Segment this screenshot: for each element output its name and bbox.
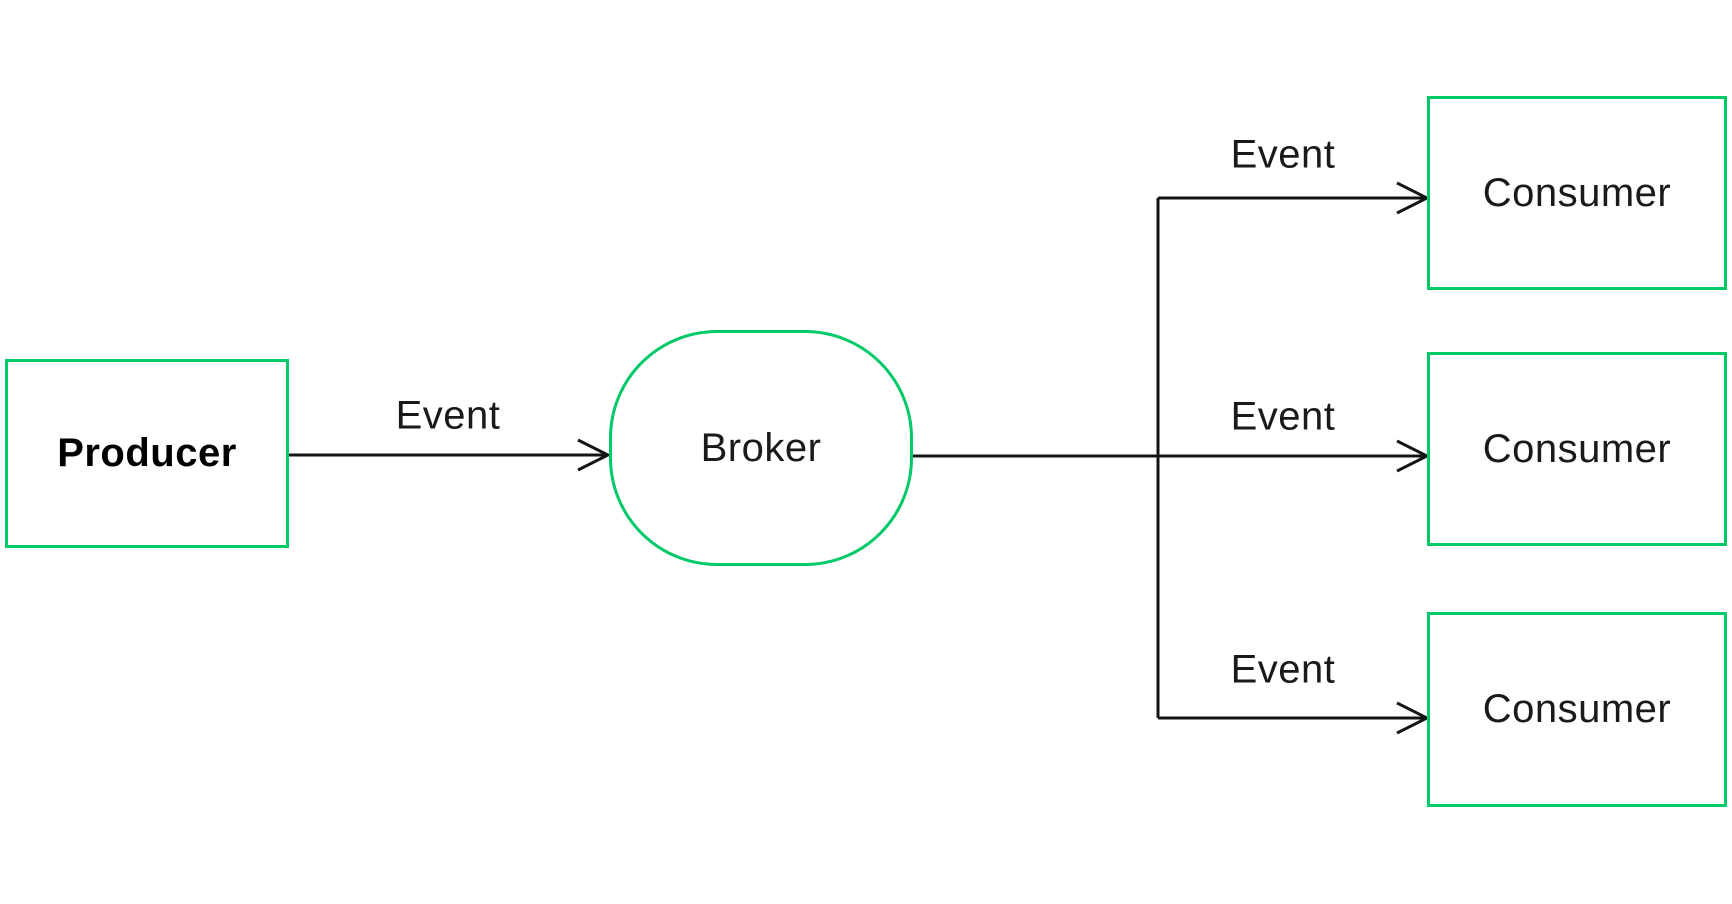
edge-label-producer-broker: Event [395,393,501,438]
consumer-label-1: Consumer [1482,170,1672,215]
consumer-node-2: Consumer [1427,352,1727,546]
producer-label: Producer [57,431,237,475]
edge-label-broker-consumer-1: Event [1230,132,1336,177]
edge-label-broker-consumer-3: Event [1230,647,1336,692]
broker-node: Broker [609,330,913,566]
broker-label: Broker [700,425,822,470]
consumer-label-2: Consumer [1482,426,1672,471]
producer-node: Producer [5,359,289,548]
consumer-node-3: Consumer [1427,612,1727,807]
consumer-label-3: Consumer [1482,687,1672,731]
consumer-node-1: Consumer [1427,96,1727,290]
edge-label-broker-consumer-2: Event [1230,394,1336,439]
